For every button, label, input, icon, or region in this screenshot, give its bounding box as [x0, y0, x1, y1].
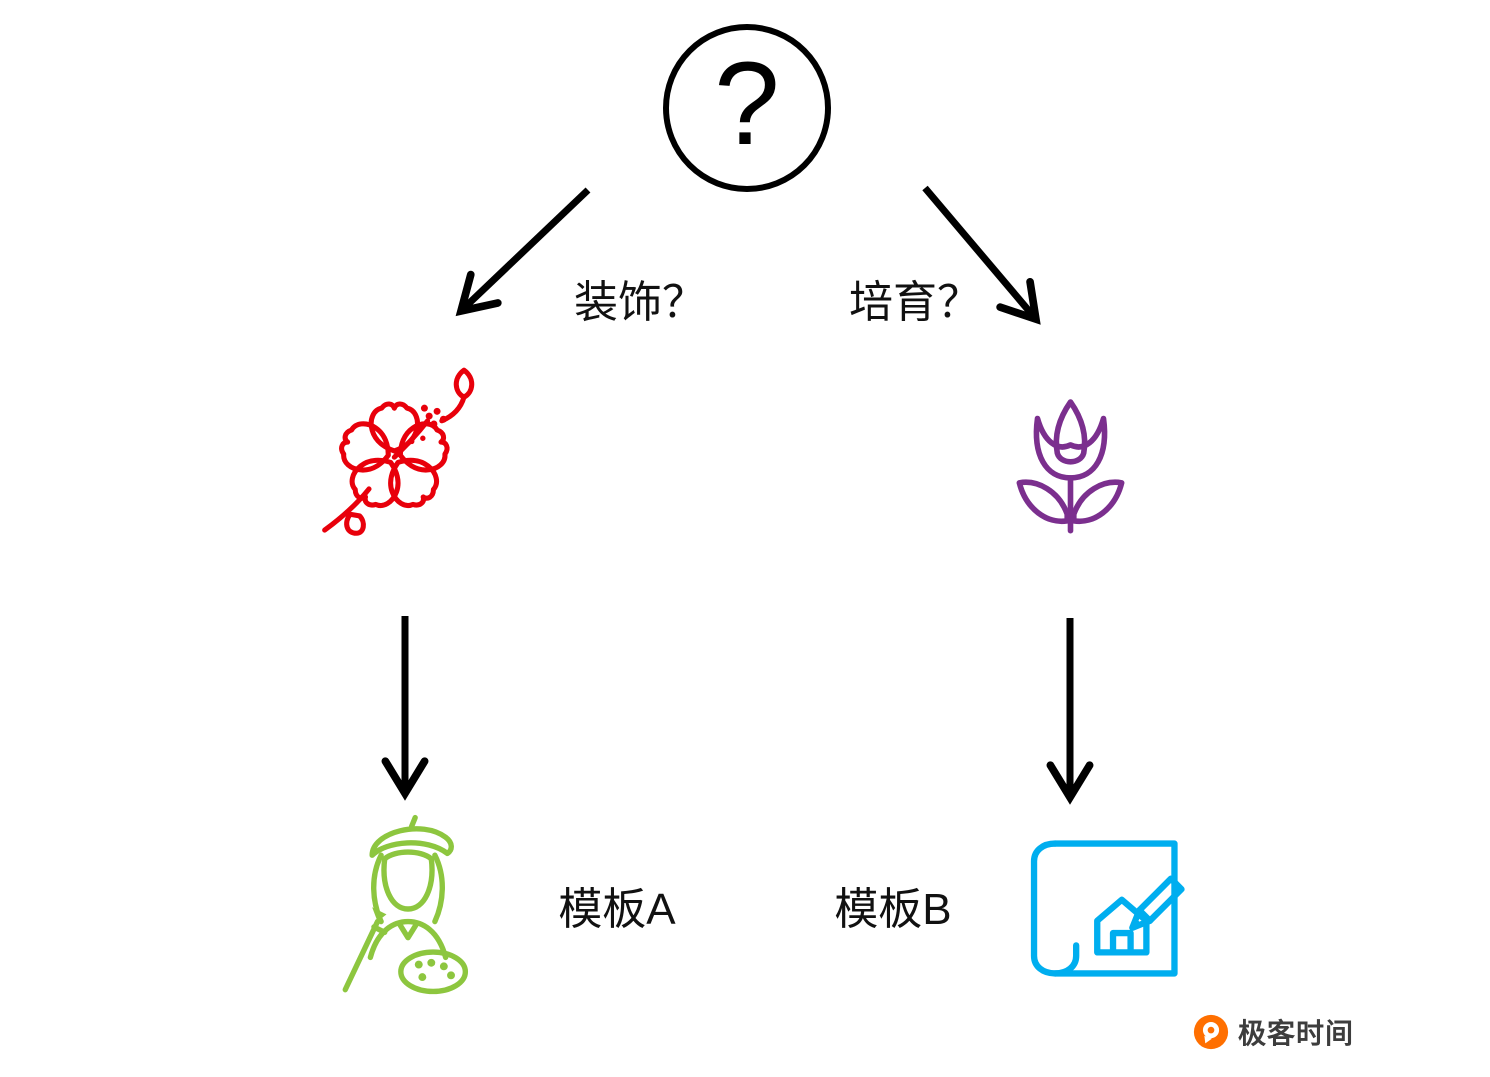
blueprint-house-pencil-icon [1030, 840, 1185, 977]
question-mark-circle-icon: ? [663, 24, 831, 192]
branch-label-decorate: 装饰？ [574, 278, 706, 327]
template-b-label: 模板B [834, 885, 952, 934]
brand-footer: 极客时间 [1192, 1008, 1472, 1056]
brand-name: 极客时间 [1238, 1018, 1355, 1049]
painter-icon [342, 814, 469, 995]
tulip-flower-icon [1016, 399, 1125, 534]
template-a-label: 模板A [558, 885, 676, 934]
geektime-logo-icon [1193, 1014, 1229, 1050]
branch-label-cultivate: 培育？ [849, 278, 981, 327]
hibiscus-flower-icon [322, 367, 475, 536]
question-symbol: ? [714, 38, 780, 170]
